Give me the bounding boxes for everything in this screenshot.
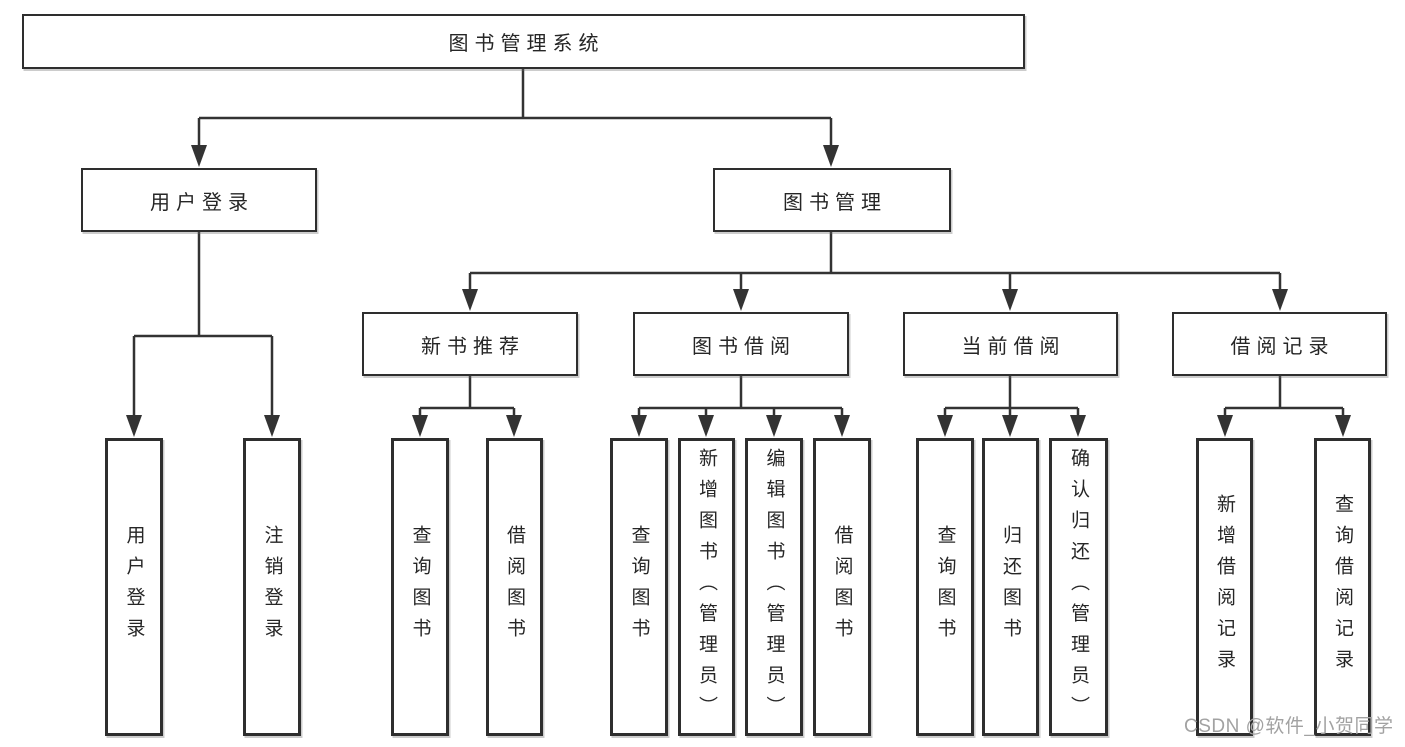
- leaf-confirm-return-admin: 确认归还（管理员）: [1049, 438, 1108, 736]
- leaf-label: 确认归还（管理员）: [1068, 447, 1089, 727]
- leaf-label: 查询图书: [934, 525, 956, 649]
- leaf-borrow-books-recommend: 借阅图书: [486, 438, 543, 736]
- node-borrowing-records: 借阅记录: [1172, 312, 1387, 376]
- leaf-edit-books-admin: 编辑图书（管理员）: [745, 438, 803, 736]
- leaf-logout: 注销登录: [243, 438, 301, 736]
- leaf-label: 编辑图书（管理员）: [763, 447, 785, 727]
- leaf-label: 借阅图书: [831, 525, 853, 649]
- leaf-add-borrow-record: 新增借阅记录: [1196, 438, 1253, 736]
- leaf-label: 用户登录: [123, 525, 145, 649]
- leaf-add-books-admin: 新增图书（管理员）: [678, 438, 735, 736]
- leaf-return-books: 归还图书: [982, 438, 1039, 736]
- leaf-label: 新增借阅记录: [1214, 494, 1235, 680]
- leaf-borrow-books: 借阅图书: [813, 438, 871, 736]
- leaf-query-books-recommend: 查询图书: [391, 438, 449, 736]
- node-current-borrowing: 当前借阅: [903, 312, 1118, 376]
- node-book-management-branch: 图书管理: [713, 168, 951, 232]
- leaf-query-books-borrowing: 查询图书: [610, 438, 668, 736]
- leaf-label: 查询借阅记录: [1332, 494, 1353, 680]
- leaf-label: 借阅图书: [504, 525, 525, 649]
- csdn-watermark: CSDN @软件_小贺同学: [1184, 716, 1394, 737]
- leaf-label: 查询图书: [628, 525, 650, 649]
- node-root-system: 图书管理系统: [22, 14, 1025, 69]
- node-book-borrowing: 图书借阅: [633, 312, 849, 376]
- leaf-label: 新增图书（管理员）: [696, 447, 717, 727]
- leaf-query-borrow-record: 查询借阅记录: [1314, 438, 1371, 736]
- leaf-label: 归还图书: [1000, 525, 1021, 649]
- node-new-book-recommend: 新书推荐: [362, 312, 578, 376]
- leaf-label: 查询图书: [409, 525, 431, 649]
- node-user-login-branch: 用户登录: [81, 168, 317, 232]
- leaf-label: 注销登录: [261, 525, 283, 649]
- leaf-query-books-current: 查询图书: [916, 438, 974, 736]
- leaf-user-login: 用户登录: [105, 438, 163, 736]
